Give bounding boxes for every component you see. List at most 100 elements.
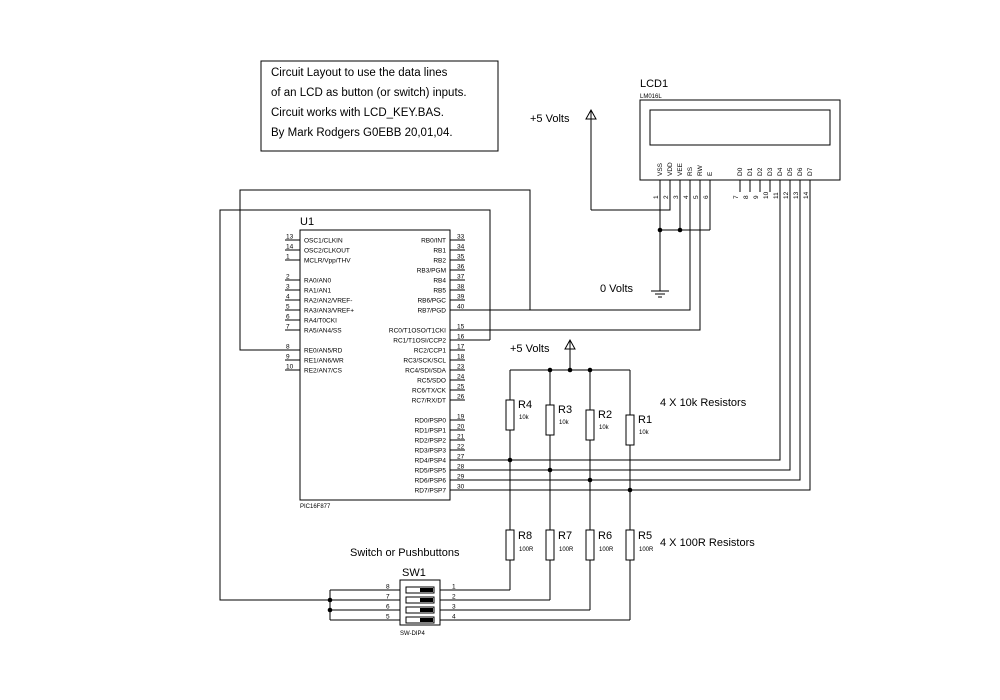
switch-body [399, 579, 441, 626]
mcu-pin-name: RA4/T0CKI [304, 317, 337, 324]
mcu-pin-number: 1 [286, 254, 290, 261]
mcu-pin-name: RB1 [433, 247, 446, 254]
mcu-pin-name: RA1/AN1 [304, 287, 331, 294]
mcu-pin-number: 9 [286, 354, 290, 361]
mcu-pin-name: RD7/PSP7 [415, 487, 447, 494]
mcu-pin-number: 7 [286, 324, 290, 331]
mcu-pin-number: 23 [457, 364, 465, 371]
lcd-pin-name: D7 [807, 167, 814, 176]
resistor-ref: R4 [518, 399, 532, 411]
lcd-ref: LCD1 [640, 78, 668, 90]
lcd-pin-name: E [707, 171, 714, 176]
resistor-value: 10k [559, 420, 570, 426]
resistor-ref: R5 [638, 530, 652, 542]
lcd-pin-number: 6 [703, 195, 710, 199]
resistor-value: 100R [639, 547, 654, 553]
mcu-pin-number: 21 [457, 434, 465, 441]
note-line-1: Circuit Layout to use the data lines [271, 67, 448, 79]
resistor-value: 10k [639, 430, 650, 436]
power-zero-volts: 0 Volts [600, 230, 669, 298]
resistor-ref: R6 [598, 530, 612, 542]
switch-title: Switch or Pushbuttons [350, 547, 460, 559]
mcu-pin-name: RC7/RX/DT [412, 397, 446, 404]
mcu-pin-name: RA3/AN3/VREF+ [304, 307, 354, 314]
plus5-mid-label: +5 Volts [510, 343, 550, 355]
series-resistor-r6: R6 100R [465, 480, 614, 611]
note-line-3: Circuit works with LCD_KEY.BAS. [271, 107, 444, 119]
mcu-pin-name: RB4 [433, 277, 446, 284]
mcu-pin-number: 24 [457, 374, 465, 381]
mcu-pin-number: 27 [457, 454, 465, 461]
switch-ref: SW1 [402, 567, 426, 579]
mcu-pin-name: RB0/INT [421, 237, 446, 244]
wires-lcd-power [219, 180, 711, 601]
lcd-pin-name: VEE [677, 162, 684, 176]
lcd-pin-number: 7 [733, 195, 740, 199]
mcu-ref: U1 [300, 216, 314, 228]
mcu-pin-number: 5 [286, 304, 290, 311]
resistor-ref: R7 [558, 530, 572, 542]
mcu-pin-number: 37 [457, 274, 465, 281]
zero-volts-label: 0 Volts [600, 283, 634, 295]
mcu-left-pins: 13OSC1/CLKIN14OSC2/CLKOUT1MCLR/Vpp/THV2R… [285, 234, 354, 374]
lcd-pin-name: D3 [767, 167, 774, 176]
resistor-ref: R1 [638, 414, 652, 426]
pullup-resistor-r3: R3 10k [545, 370, 572, 470]
mcu-pin-number: 15 [457, 324, 465, 331]
mcu-pin-number: 33 [457, 234, 465, 241]
mcu-pin-number: 36 [457, 264, 465, 271]
pullup-resistor-r1: R1 10k [625, 370, 652, 490]
mcu-pin-name: RD5/PSP5 [415, 467, 447, 474]
lcd-pin-number: 9 [753, 195, 760, 199]
pullup-resistor-r4: R4 10k [505, 370, 532, 460]
mcu-pin-number: 4 [286, 294, 290, 301]
mcu-pin-number: 25 [457, 384, 465, 391]
mcu-body [299, 229, 451, 501]
mcu-pin-name: RD1/PSP1 [415, 427, 447, 434]
switch-pin-number: 8 [386, 584, 390, 591]
lcd-pin-number: 5 [693, 195, 700, 199]
lcd-pin-name: D1 [747, 167, 754, 176]
lcd-pin-name: RW [697, 164, 704, 176]
series-label: 4 X 100R Resistors [660, 537, 755, 549]
lcd-pin-number: 14 [803, 191, 810, 199]
lcd-pin-number: 8 [743, 195, 750, 199]
lcd-pin-number: 3 [673, 195, 680, 199]
pullup-label: 4 X 10k Resistors [660, 397, 747, 409]
lcd-screen [649, 109, 831, 146]
mcu-pin-number: 28 [457, 464, 465, 471]
lcd-pin-name: VDD [667, 162, 674, 176]
mcu-pin-name: RD6/PSP6 [415, 477, 447, 484]
mcu-pin-number: 19 [457, 414, 465, 421]
lcd-pin-name: RS [687, 166, 694, 176]
series-resistor-r7: R7 100R [465, 470, 574, 601]
resistor-ref: R3 [558, 404, 572, 416]
lcd-pin-number: 12 [783, 191, 790, 199]
resistor-value: 10k [599, 425, 610, 431]
resistor-value: 10k [519, 415, 530, 421]
switch-pin-number: 2 [452, 594, 456, 601]
mcu-pin-name: RB3/PGM [417, 267, 446, 274]
mcu-pin-name: RB2 [433, 257, 446, 264]
power-arrow-icon [564, 338, 576, 350]
lcd-pin-name: D2 [757, 167, 764, 176]
mcu-pin-number: 18 [457, 354, 465, 361]
mcu-pin-name: RC1/T1OSI/CCP2 [393, 337, 446, 344]
lcd-pin-name: VSS [657, 162, 664, 176]
power-plus5-mid: +5 Volts [510, 338, 576, 370]
resistor-value: 100R [559, 547, 574, 553]
mcu-pin-name: RB7/PGD [417, 307, 446, 314]
switch-pin-number: 4 [452, 614, 456, 621]
mcu-pin-number: 14 [286, 244, 294, 251]
junctions [507, 457, 633, 493]
mcu-pin-number: 38 [457, 284, 465, 291]
mcu-pin-name: OSC2/CLKOUT [304, 247, 350, 254]
